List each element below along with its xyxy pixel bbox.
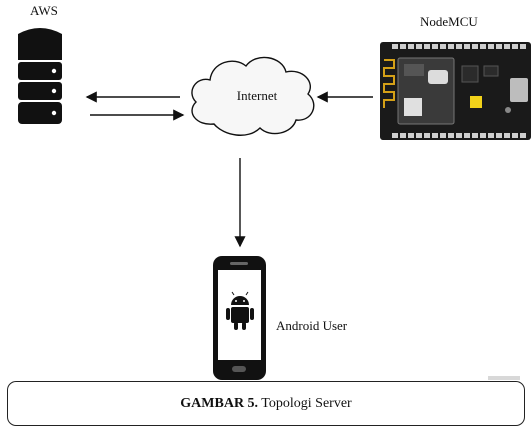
android-user-label: Android User bbox=[276, 318, 348, 333]
android-phone-icon bbox=[213, 256, 266, 380]
nodemcu-label: NodeMCU bbox=[420, 14, 478, 29]
server-rack-icon bbox=[18, 28, 62, 124]
caption-text: Topologi Server bbox=[258, 396, 352, 411]
caption-label: GAMBAR 5. bbox=[180, 396, 259, 411]
aws-label: AWS bbox=[30, 3, 58, 18]
caption-box: GAMBAR 5. Topologi Server bbox=[7, 381, 525, 426]
topology-diagram bbox=[18, 28, 531, 380]
figure-caption: GAMBAR 5. Topologi Server bbox=[8, 396, 524, 412]
internet-label: Internet bbox=[236, 88, 278, 103]
cloud-icon bbox=[191, 56, 315, 136]
microcontroller-board-icon bbox=[380, 42, 531, 140]
